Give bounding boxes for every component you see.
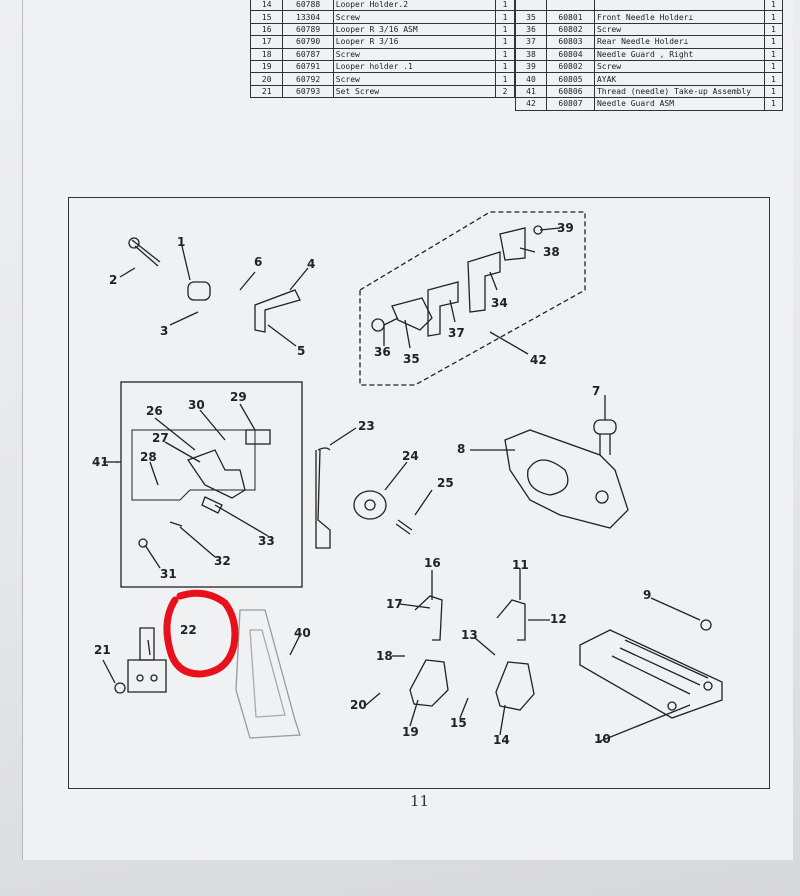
callout-11: 11 [512, 558, 529, 572]
cell-no: 18 [249, 47, 284, 61]
callout-39: 39 [557, 221, 574, 235]
cell-no: 14 [249, 0, 284, 12]
callout-4: 4 [307, 257, 316, 271]
part-40-frame [235, 609, 301, 739]
callout-35: 35 [403, 352, 420, 366]
cell-pn: 60802 [545, 22, 595, 37]
callout-33: 33 [258, 534, 275, 548]
cell-qty: 1 [763, 35, 784, 49]
red-highlight-circle [163, 589, 239, 678]
cell-pn [545, 0, 595, 12]
cell-no: 16 [249, 22, 284, 37]
callout-31: 31 [160, 567, 177, 581]
callout-8: 8 [457, 442, 466, 456]
parts-table-row: 1 [515, 0, 784, 12]
callout-27: 27 [152, 431, 169, 445]
callout-9: 9 [643, 588, 652, 602]
part-10-throat-plate [579, 629, 723, 719]
cell-qty: 2 [494, 84, 516, 99]
callout-2: 2 [109, 273, 118, 287]
cell-desc: Needle Guard , Right [593, 47, 765, 61]
callout-12: 12 [550, 612, 567, 626]
cell-qty: 1 [494, 0, 516, 12]
cell-pn: 60789 [282, 22, 334, 37]
callout-7: 7 [592, 384, 601, 398]
callout-21: 21 [94, 643, 111, 657]
cell-pn: 60790 [282, 35, 334, 49]
callout-42: 42 [530, 353, 547, 367]
cell-no: 21 [249, 84, 284, 99]
callout-32: 32 [214, 554, 231, 568]
cell-qty: 1 [494, 35, 516, 49]
callout-1: 1 [177, 235, 186, 249]
cell-no: 17 [249, 35, 284, 49]
callout-18: 18 [376, 649, 393, 663]
cell-qty: 1 [494, 22, 516, 37]
cell-desc: Needle Guard ASM [593, 97, 765, 111]
callout-24: 24 [402, 449, 419, 463]
callout-22: 22 [180, 623, 197, 637]
callout-16: 16 [424, 556, 441, 570]
take-up-assembly-outline [120, 381, 303, 588]
callout-26: 26 [146, 404, 163, 418]
callout-10: 10 [594, 732, 611, 746]
callout-13: 13 [461, 628, 478, 642]
cell-qty: 1 [763, 47, 784, 61]
callout-38: 38 [543, 245, 560, 259]
cell-qty: 1 [763, 84, 784, 99]
callout-17: 17 [386, 597, 403, 611]
cell-pn: 60804 [545, 47, 595, 61]
callout-28: 28 [140, 450, 157, 464]
callout-15: 15 [450, 716, 467, 730]
needle-guard-asm-outline [359, 211, 586, 386]
callout-37: 37 [448, 326, 465, 340]
cell-qty: 1 [763, 0, 784, 12]
cell-pn: 60787 [282, 47, 334, 61]
exploded-diagram-frame [68, 197, 770, 789]
callout-30: 30 [188, 398, 205, 412]
cell-qty: 1 [763, 22, 784, 37]
callout-5: 5 [297, 344, 306, 358]
callout-41: 41 [92, 455, 109, 469]
cell-pn: 60788 [282, 0, 334, 12]
callout-19: 19 [402, 725, 419, 739]
callout-23: 23 [358, 419, 375, 433]
callout-36: 36 [374, 345, 391, 359]
callout-3: 3 [160, 324, 169, 338]
callout-40: 40 [294, 626, 311, 640]
callout-34: 34 [491, 296, 508, 310]
callout-25: 25 [437, 476, 454, 490]
cell-qty: 1 [763, 97, 784, 111]
cell-qty: 1 [494, 47, 516, 61]
callout-20: 20 [350, 698, 367, 712]
cell-pn: 60805 [545, 72, 595, 86]
part-8-casting [504, 429, 629, 529]
cell-pn: 60807 [545, 97, 595, 111]
page-number: 11 [410, 792, 430, 810]
callout-29: 29 [230, 390, 247, 404]
callout-14: 14 [493, 733, 510, 747]
cell-pn: 60793 [282, 84, 334, 99]
callout-6: 6 [254, 255, 263, 269]
cell-pn: 60803 [545, 35, 595, 49]
